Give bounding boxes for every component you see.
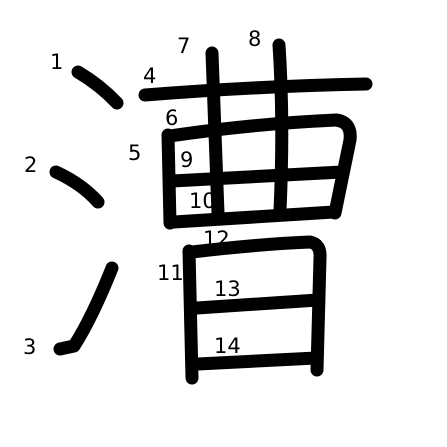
stroke-number-14: 14 xyxy=(214,334,241,358)
stroke-number-1: 1 xyxy=(50,50,63,74)
stroke-13 xyxy=(190,293,325,315)
stroke-11 xyxy=(182,244,199,385)
stroke-number-2: 2 xyxy=(24,153,37,177)
stroke-number-4: 4 xyxy=(143,64,156,88)
stroke-number-9: 9 xyxy=(180,148,193,172)
stroke-7 xyxy=(205,46,225,220)
stroke-number-5: 5 xyxy=(128,141,141,165)
stroke-number-10: 10 xyxy=(189,189,216,213)
stroke-10 xyxy=(167,205,341,229)
stroke-number-3: 3 xyxy=(23,335,36,359)
stroke-9 xyxy=(165,165,349,188)
stroke-8 xyxy=(272,38,289,218)
stroke-14 xyxy=(191,351,323,371)
stroke-2 xyxy=(49,165,105,209)
stroke-number-11: 11 xyxy=(157,261,184,285)
stroke-number-7: 7 xyxy=(177,34,190,58)
stroke-4 xyxy=(138,77,373,102)
stroke-12 xyxy=(185,235,327,377)
stroke-number-13: 13 xyxy=(214,277,241,301)
stroke-3 xyxy=(53,261,119,356)
stroke-number-6: 6 xyxy=(165,106,178,130)
stroke-1 xyxy=(71,65,124,110)
stroke-number-8: 8 xyxy=(248,27,261,51)
stroke-number-12: 12 xyxy=(203,227,230,251)
